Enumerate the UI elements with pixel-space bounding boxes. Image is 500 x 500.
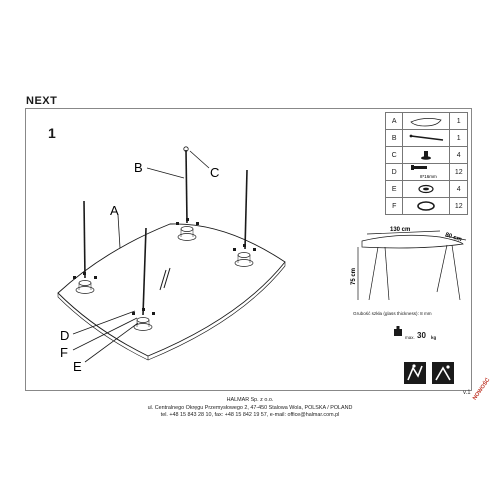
callout-d: D	[60, 328, 69, 343]
leg-icon	[410, 134, 444, 141]
version-label: v.1	[463, 390, 471, 396]
dim-height: 75 cm	[351, 268, 357, 285]
leveling-foot-icon	[421, 151, 432, 160]
dim-width: 80 cm	[444, 232, 462, 243]
parts-row: F 12	[384, 197, 468, 215]
mounting-disc-icon	[418, 184, 435, 194]
parts-row: C 4	[384, 146, 468, 164]
part-qty: 4	[449, 146, 468, 164]
footer-company: HALMAR Sp. z o.o.	[226, 397, 274, 403]
glass-thickness-note: Grubość szkła (glass thickness): 8 mm	[353, 311, 432, 316]
part-qty: 1	[449, 112, 468, 130]
leg-3	[234, 169, 254, 267]
parts-row: A 1	[384, 112, 468, 130]
callout-f: F	[60, 345, 68, 360]
callout-b: B	[134, 160, 143, 175]
dim-length: 130 cm	[390, 227, 410, 233]
instruction-frame	[25, 108, 472, 391]
footer-address: ul. Centralnego Okręgu Przemysłowego 2, …	[147, 404, 353, 411]
weight-icon	[394, 326, 402, 336]
part-letter: E	[384, 180, 404, 198]
dimension-drawing	[357, 230, 467, 301]
part-qty: 12	[449, 163, 468, 181]
callout-e: E	[73, 359, 82, 374]
glass-tabletop	[57, 223, 286, 357]
glass-tabletop-icon	[410, 118, 442, 127]
bolt-size: 8*16mm	[420, 174, 437, 179]
part-letter: A	[384, 112, 404, 130]
leg-1	[75, 200, 95, 294]
leg-4	[133, 227, 153, 331]
part-letter: C	[384, 146, 404, 164]
care-icon	[432, 362, 454, 384]
part-letter: B	[384, 129, 404, 147]
part-letter: D	[384, 163, 404, 181]
bolt-icon: 8*16mm	[411, 165, 437, 179]
leg-2	[177, 149, 197, 241]
parts-row: E 4	[384, 180, 468, 198]
load-max-label: max.	[405, 335, 415, 340]
load-unit: kg	[431, 335, 437, 340]
step-number: 1	[48, 125, 56, 141]
load-value: 30	[417, 331, 426, 340]
two-person-lift-icon	[404, 362, 426, 384]
parts-table: A 1 B 1 C	[384, 112, 468, 215]
part-qty: 4	[449, 180, 468, 198]
callout-c: C	[210, 165, 219, 180]
part-qty: 12	[449, 197, 468, 215]
part-letter: F	[384, 197, 404, 215]
washer-ring-icon	[417, 201, 436, 211]
callout-a: A	[110, 203, 119, 218]
brand-name: NEXT	[26, 95, 58, 107]
part-qty: 1	[449, 129, 468, 147]
company-footer: HALMAR Sp. z o.o. ul. Centralnego Okręgu…	[0, 397, 500, 420]
parts-row: D 8*16mm 12	[384, 163, 468, 181]
parts-row: B 1	[384, 129, 468, 147]
footer-contact: tel. +48 15 843 28 10, fax: +48 15 842 1…	[160, 412, 340, 419]
